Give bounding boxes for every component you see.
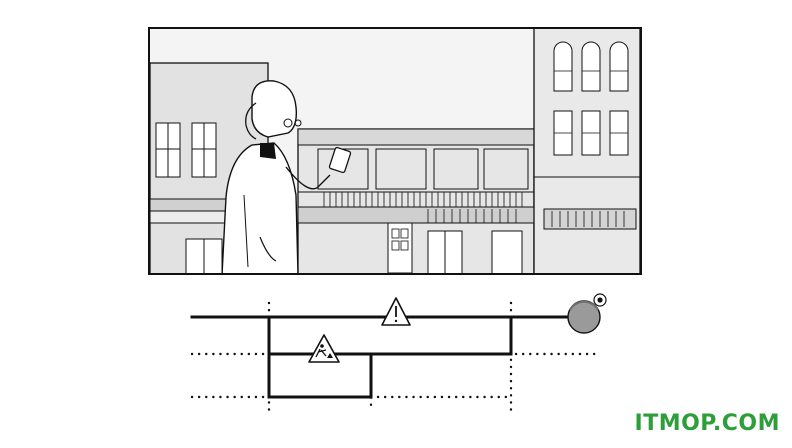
detour-route-line <box>267 315 513 399</box>
street-scene-illustration <box>148 27 642 275</box>
warning-triangle-icon <box>381 297 411 326</box>
road-works-icon <box>308 334 340 363</box>
site-watermark: ITMOP.COM <box>634 411 780 436</box>
woman-with-phone <box>221 80 352 275</box>
location-marker-icon <box>567 293 607 334</box>
